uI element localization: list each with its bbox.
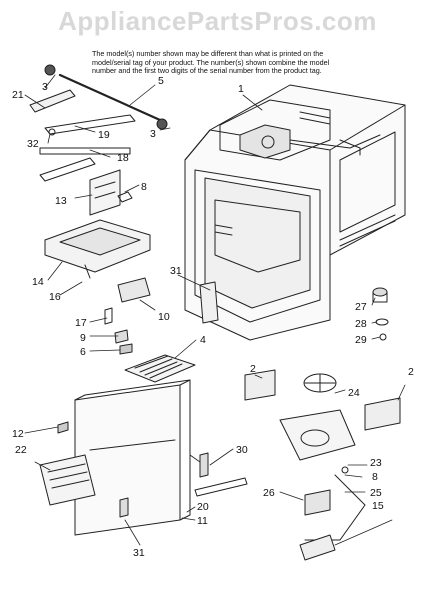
damper-control — [104, 277, 151, 355]
callout-30: 30 — [236, 444, 248, 456]
callout-3: 3 — [42, 81, 48, 93]
slide-rail-assembly — [29, 89, 136, 182]
callout-19: 19 — [98, 129, 110, 141]
drive-rod — [44, 64, 168, 130]
callout-17: 17 — [75, 317, 87, 329]
callout-31: 31 — [133, 547, 145, 559]
sensor-parts — [372, 287, 389, 341]
callout-28: 28 — [355, 318, 367, 330]
freezer-liner — [184, 84, 406, 341]
callout-8: 8 — [372, 471, 378, 483]
callout-4: 4 — [200, 334, 206, 346]
bracket — [89, 169, 133, 216]
callout-24: 24 — [348, 387, 360, 399]
note-line: number and the first two digits of the s… — [92, 66, 322, 76]
callout-9: 9 — [80, 332, 86, 344]
evaporator-cover — [39, 379, 248, 536]
callout-1: 1 — [238, 83, 244, 95]
callout-32: 32 — [27, 138, 39, 150]
note-line: The model(s) number shown may be differe… — [92, 49, 324, 58]
callout-11: 11 — [197, 515, 208, 527]
callout-31: 31 — [170, 265, 182, 277]
air-grille — [124, 354, 196, 383]
callout-6: 6 — [80, 346, 86, 358]
callout-8: 8 — [141, 181, 147, 193]
callout-25: 25 — [370, 487, 382, 499]
callout-15: 15 — [372, 500, 384, 512]
callout-3: 3 — [150, 128, 156, 140]
note-line: model/serial tag of your product. The nu… — [92, 57, 330, 67]
callout-18: 18 — [117, 152, 129, 164]
callout-27: 27 — [355, 301, 367, 313]
callout-12: 12 — [12, 428, 24, 440]
callout-13: 13 — [55, 195, 67, 207]
callout-22: 22 — [15, 444, 27, 456]
model-number-note: The model(s) number shown may be differe… — [92, 49, 372, 76]
leader-lines — [24, 74, 406, 546]
callout-14: 14 — [32, 276, 44, 288]
shelf-tray — [44, 219, 151, 279]
fan-assembly — [244, 369, 401, 561]
callout-23: 23 — [370, 457, 382, 469]
callout-29: 29 — [355, 334, 367, 346]
callout-26: 26 — [263, 487, 275, 499]
callout-16: 16 — [49, 291, 61, 303]
callout-labels: 1 2 2 3 3 4 5 6 8 8 9 10 11 12 13 14 15 … — [12, 75, 414, 559]
callout-21: 21 — [12, 89, 24, 101]
callout-2: 2 — [250, 363, 256, 375]
callout-10: 10 — [158, 311, 170, 323]
callout-2: 2 — [408, 366, 414, 378]
callout-5: 5 — [158, 75, 164, 87]
watermark-text: AppliancePartsPros.com — [58, 6, 377, 36]
trim-cover — [199, 281, 219, 324]
callout-20: 20 — [197, 501, 209, 513]
